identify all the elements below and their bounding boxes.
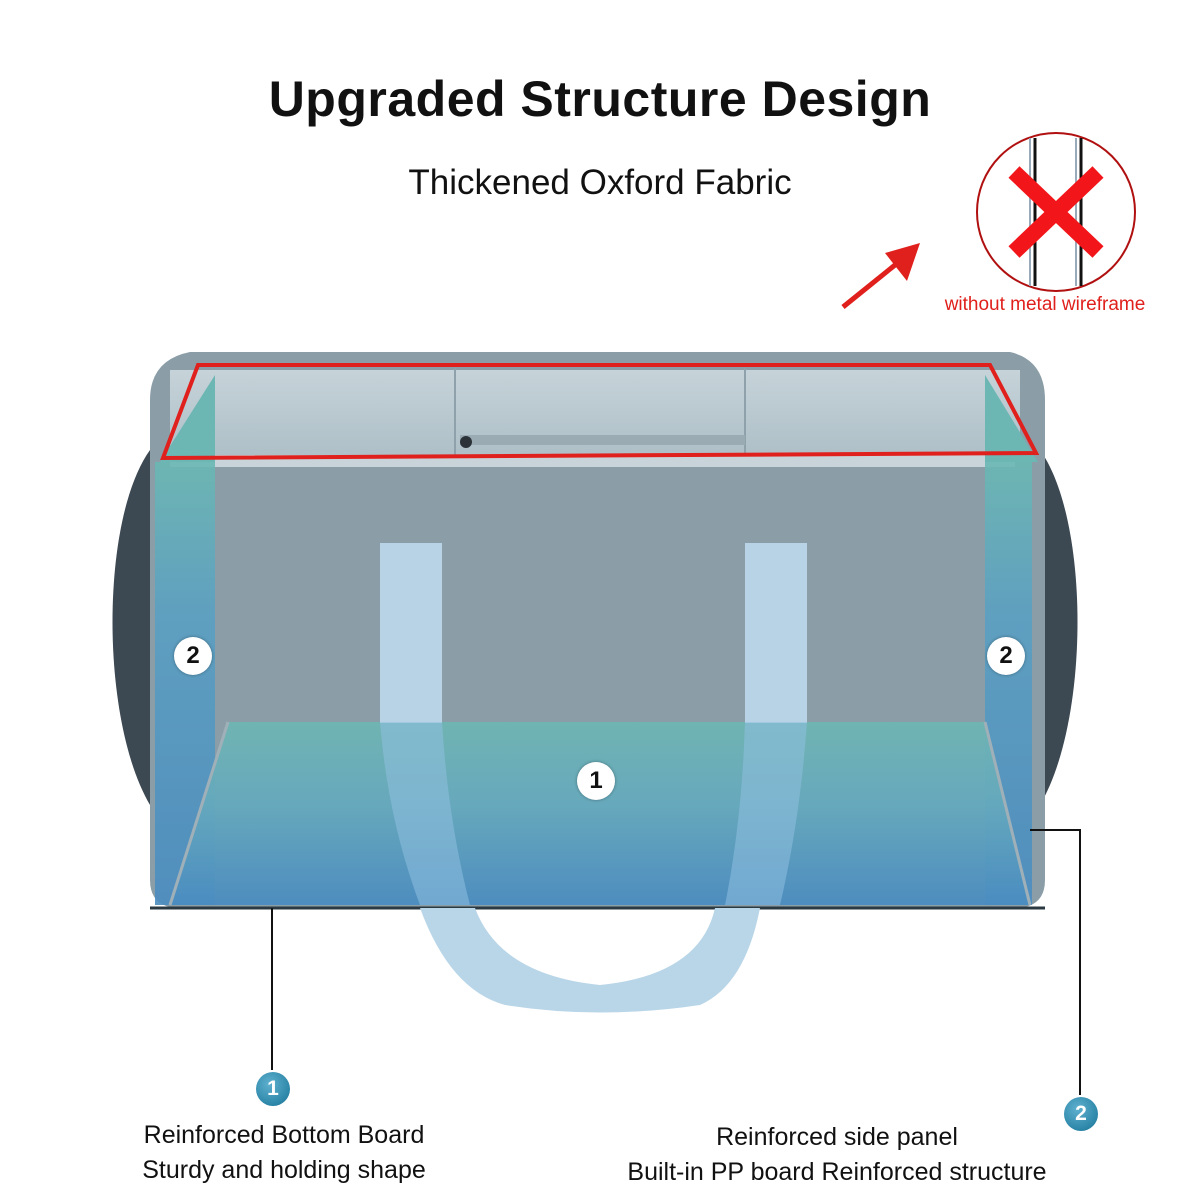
- feature-title: Reinforced side panel: [716, 1123, 958, 1151]
- red-arrow-icon: [841, 243, 920, 309]
- feature-description: Built-in PP board Reinforced structure: [627, 1158, 1047, 1186]
- feature-side-panel: Reinforced side panel Built-in PP board …: [587, 1120, 1087, 1190]
- page-title: Upgraded Structure Design: [268, 71, 932, 127]
- no-metal-wireframe-icon: [976, 132, 1136, 292]
- feature-bottom-board: Reinforced Bottom Board Sturdy and holdi…: [84, 1118, 484, 1188]
- without-wireframe-label: without metal wireframe: [944, 294, 1146, 315]
- feature-badge-side-panel: 2: [1064, 1097, 1098, 1131]
- side-panel-marker-left: 2: [174, 637, 212, 675]
- feature-description: Sturdy and holding shape: [142, 1156, 426, 1184]
- feature-badge-bottom-board: 1: [256, 1072, 290, 1106]
- page-subtitle: Thickened Oxford Fabric: [408, 163, 792, 202]
- side-panel-marker-right: 2: [987, 637, 1025, 675]
- bottom-board-marker: 1: [577, 762, 615, 800]
- feature-title: Reinforced Bottom Board: [143, 1121, 425, 1149]
